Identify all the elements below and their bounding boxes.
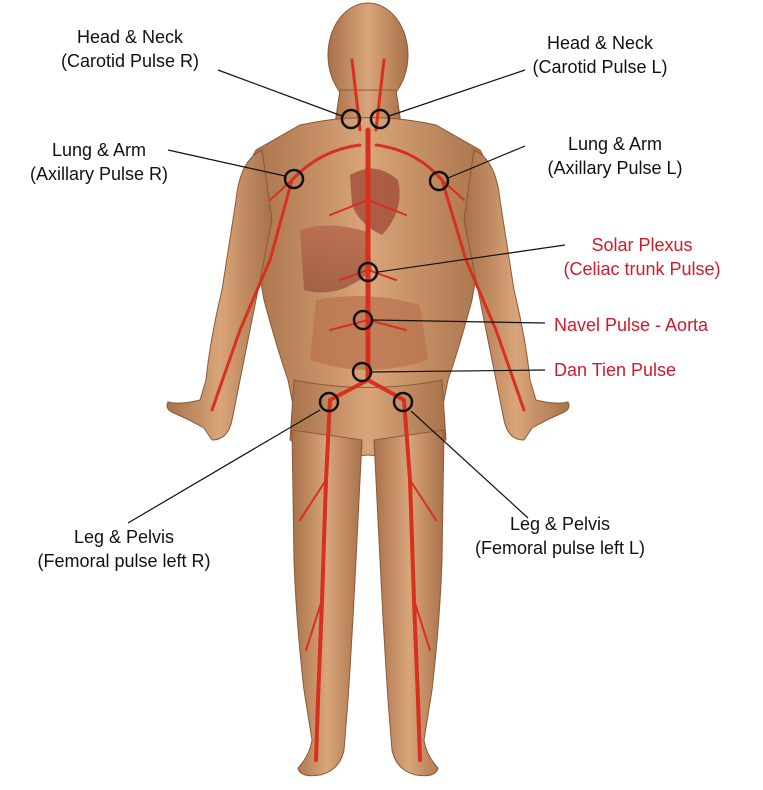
label-carotid-r-line1: Head & Neck	[30, 25, 230, 49]
label-navel: Navel Pulse - Aorta	[554, 313, 759, 337]
label-axillary-l-line1: Lung & Arm	[520, 132, 710, 156]
label-dan-tien: Dan Tien Pulse	[554, 358, 734, 382]
leader-carotid-r	[218, 70, 342, 116]
label-carotid-l-line1: Head & Neck	[500, 31, 700, 55]
label-femoral-r-line1: Leg & Pelvis	[4, 525, 244, 549]
label-axillary-l: Lung & Arm (Axillary Pulse L)	[520, 132, 710, 180]
label-femoral-r: Leg & Pelvis (Femoral pulse left R)	[4, 525, 244, 573]
label-femoral-l-line2: (Femoral pulse left L)	[440, 536, 680, 560]
label-navel-line1: Navel Pulse - Aorta	[554, 313, 759, 337]
label-solar-plexus-line2: (Celiac trunk Pulse)	[537, 257, 747, 281]
label-dan-tien-line1: Dan Tien Pulse	[554, 358, 734, 382]
label-axillary-r-line2: (Axillary Pulse R)	[4, 162, 194, 186]
label-carotid-r-line2: (Carotid Pulse R)	[30, 49, 230, 73]
label-femoral-l: Leg & Pelvis (Femoral pulse left L)	[440, 512, 680, 560]
label-carotid-l-line2: (Carotid Pulse L)	[500, 55, 700, 79]
label-solar-plexus-line1: Solar Plexus	[537, 233, 747, 257]
label-axillary-l-line2: (Axillary Pulse L)	[520, 156, 710, 180]
label-carotid-r: Head & Neck (Carotid Pulse R)	[30, 25, 230, 73]
label-femoral-l-line1: Leg & Pelvis	[440, 512, 680, 536]
body-silhouette	[167, 3, 569, 776]
label-axillary-r: Lung & Arm (Axillary Pulse R)	[4, 138, 194, 186]
label-axillary-r-line1: Lung & Arm	[4, 138, 194, 162]
label-solar-plexus: Solar Plexus (Celiac trunk Pulse)	[537, 233, 747, 281]
label-femoral-r-line2: (Femoral pulse left R)	[4, 549, 244, 573]
label-carotid-l: Head & Neck (Carotid Pulse L)	[500, 31, 700, 79]
